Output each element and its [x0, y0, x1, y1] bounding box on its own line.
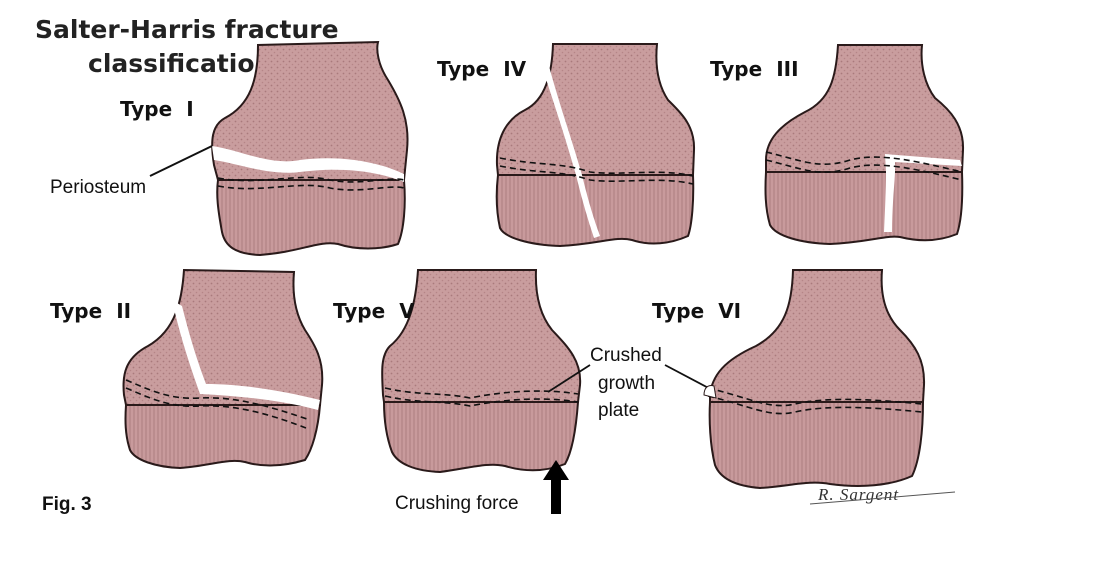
bone-type-i — [211, 40, 409, 257]
type-word: Type — [710, 57, 762, 81]
title-line-2: classification — [88, 49, 272, 78]
type-word: Type — [333, 299, 385, 323]
type-numeral: II — [116, 299, 131, 323]
type-label-iv: Type IV — [437, 57, 527, 81]
figure-label: Fig. 3 — [42, 494, 92, 515]
type-numeral: V — [399, 299, 415, 323]
fracture-type-iv — [543, 66, 600, 238]
type-numeral: VI — [718, 299, 741, 323]
crushed-label-line-2: growth — [598, 373, 655, 394]
type-label-ii: Type II — [50, 299, 131, 323]
periosteum-leader — [149, 145, 213, 177]
type-word: Type — [652, 299, 704, 323]
type-label-iii: Type III — [710, 57, 799, 81]
type-label-v: Type V — [333, 299, 415, 323]
periosteum-label: Periosteum — [50, 177, 146, 198]
fracture-type-i — [212, 146, 404, 182]
bone-type-v — [381, 269, 582, 474]
title-line-1: Salter-Harris fracture — [35, 15, 339, 44]
type-numeral: IV — [503, 57, 526, 81]
crushing-force-label: Crushing force — [395, 493, 519, 514]
bone-type-iv — [495, 40, 696, 248]
type-label-vi: Type VI — [652, 299, 741, 323]
type-word: Type — [120, 97, 172, 121]
signature-text: R. Sargent — [817, 485, 899, 504]
crushed-leader-left — [547, 364, 591, 393]
type-label-i: Type I — [120, 97, 194, 121]
artist-signature: R. Sargent — [809, 485, 956, 505]
crushed-label-line-3: plate — [598, 400, 639, 421]
bone-type-vi — [703, 269, 926, 490]
type-numeral: III — [776, 57, 798, 81]
bone-type-ii — [122, 268, 324, 470]
crushed-label-line-1: Crushed — [590, 345, 662, 366]
fracture-type-ii — [172, 300, 320, 410]
type-word: Type — [50, 299, 102, 323]
type-numeral: I — [186, 97, 193, 121]
up-arrow-icon — [543, 460, 569, 514]
fracture-type-iii — [884, 154, 962, 232]
bone-type-iii — [764, 44, 965, 246]
type-word: Type — [437, 57, 489, 81]
